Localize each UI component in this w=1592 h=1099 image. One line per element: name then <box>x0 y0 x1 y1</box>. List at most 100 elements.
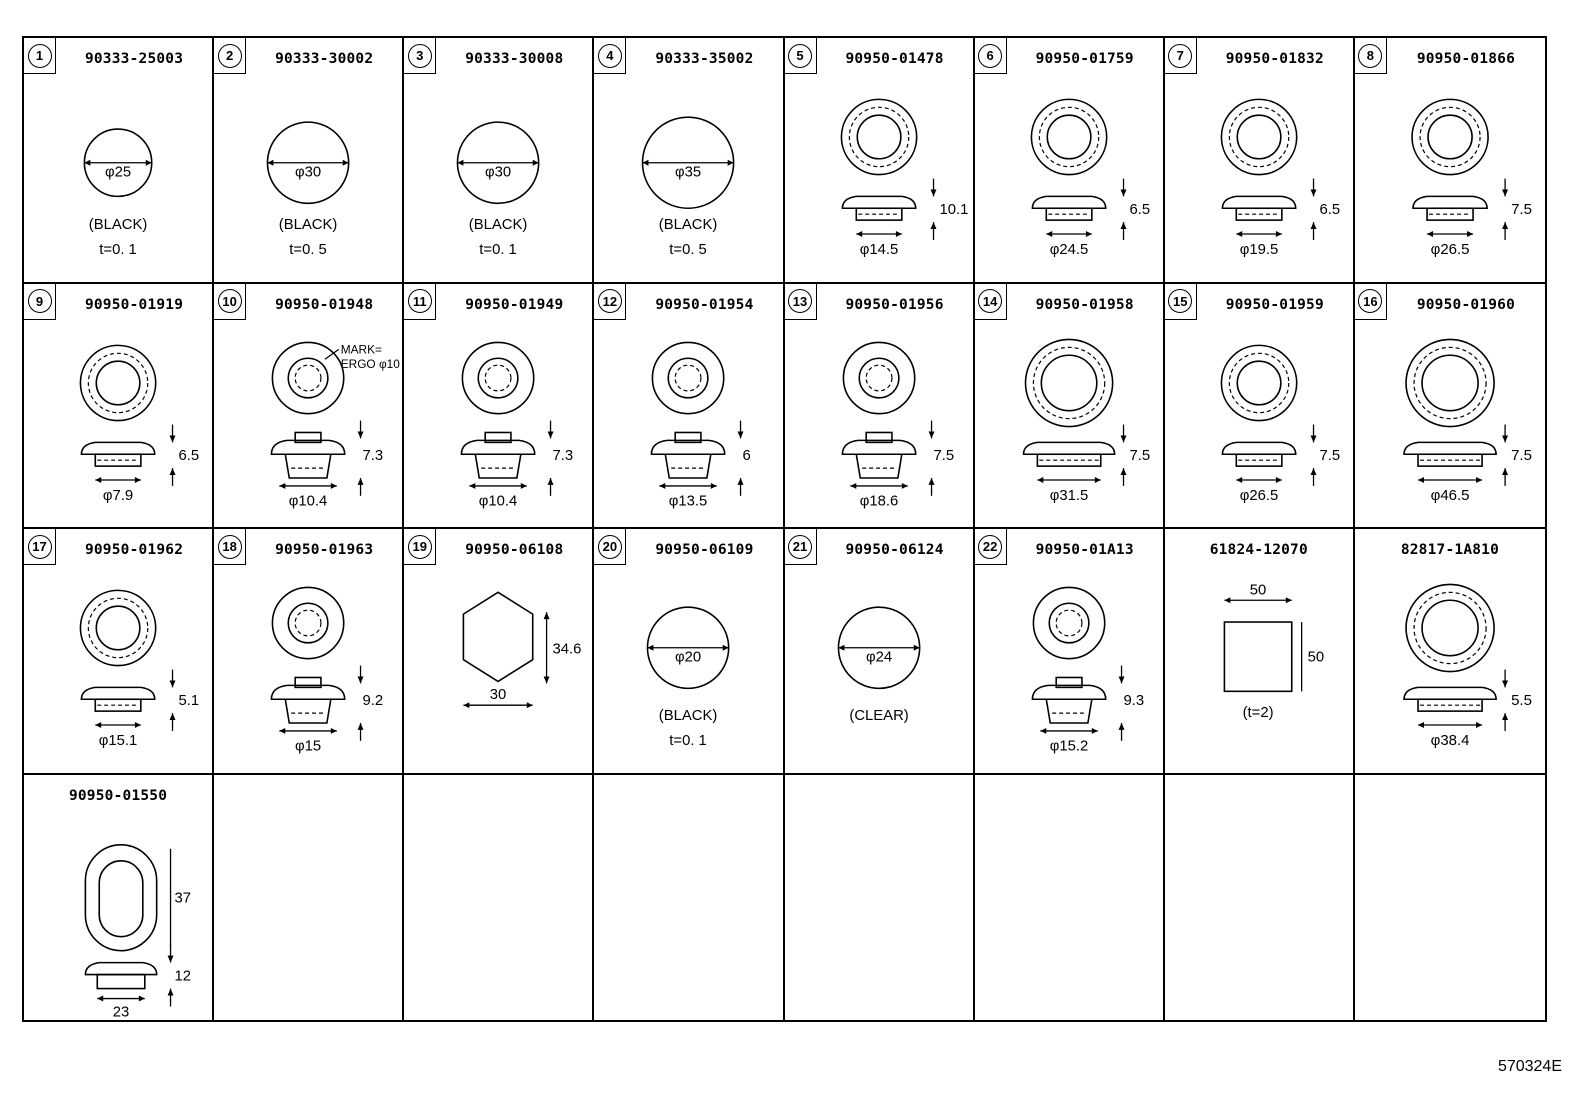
grommet-top-outer <box>1024 338 1114 427</box>
grommet-flange <box>1022 441 1116 455</box>
height-label: 10.1 <box>939 202 968 218</box>
item-number-box: 17 <box>24 529 56 565</box>
part-number: 90950-01948 <box>275 296 374 313</box>
grommet-flange <box>1031 195 1107 210</box>
color-label: (BLACK) <box>659 217 718 233</box>
plug-top-outer <box>652 341 725 414</box>
grommet-top-inner <box>1040 353 1098 411</box>
item-number-box: 18 <box>214 529 247 565</box>
grommet-flange <box>841 195 916 210</box>
diameter-label: φ19.5 <box>1240 242 1278 258</box>
height-label: 7.5 <box>1129 448 1150 464</box>
height-label: 9.2 <box>363 693 384 709</box>
part-number: 90950-01919 <box>84 296 184 313</box>
item-number-box: 2 <box>214 38 247 74</box>
grommet-flange <box>80 686 156 701</box>
thickness-label: t=0. 5 <box>670 242 708 258</box>
item-number: 9 <box>27 289 52 313</box>
item-number: 11 <box>407 289 432 313</box>
part-number: 90333-30008 <box>465 51 564 67</box>
plug-stem <box>1045 699 1093 724</box>
part-number: 90950-01954 <box>655 296 754 313</box>
height-label: 7.5 <box>1319 448 1340 464</box>
part-number: 90950-06124 <box>845 542 944 558</box>
height-label: 6.5 <box>178 448 199 464</box>
empty-cell <box>214 774 405 1020</box>
diameter-label: φ25 <box>105 165 131 181</box>
item-number-box: 4 <box>594 38 627 74</box>
grommet-top-outer <box>1030 98 1108 176</box>
width-label: 50 <box>1250 582 1267 598</box>
item-number-box: 16 <box>1354 283 1387 320</box>
oval-grommet-inner <box>98 859 144 937</box>
grommet-top-outer <box>840 98 917 176</box>
plug-cap <box>841 439 916 455</box>
grommet-top-inner <box>1236 359 1282 406</box>
item-number-box: 7 <box>1164 38 1197 74</box>
mark-label: ERGO φ10 <box>341 357 401 371</box>
oval-grommet-side <box>84 961 158 975</box>
diameter-label: φ15.1 <box>99 733 137 749</box>
height-label: 7.5 <box>1511 201 1532 218</box>
part-number: 90950-01866 <box>1416 51 1516 67</box>
part-number: 90950-06109 <box>655 542 754 558</box>
part-drawing: φ30(BLACK)t=0. 1 <box>456 121 540 258</box>
item-number-box: 10 <box>214 283 247 320</box>
item-number: 8 <box>1358 43 1383 68</box>
oval-grommet-outer <box>84 843 158 951</box>
plug-cap <box>1031 684 1107 701</box>
part-drawing: φ24 (CLEAR) <box>837 606 920 724</box>
item-number: 3 <box>407 43 432 68</box>
color-label: (CLEAR) <box>849 708 908 724</box>
plug-stem <box>284 699 332 724</box>
grommet-flange <box>1412 195 1488 210</box>
diameter-label: φ24 <box>866 650 892 666</box>
item-number: 6 <box>978 43 1003 68</box>
thickness-label: (t=2) <box>1242 705 1273 721</box>
part-number: 90333-35002 <box>655 51 754 67</box>
grommet-body <box>1235 207 1283 221</box>
part-number: 90950-01959 <box>1225 296 1324 313</box>
grommet-top-outer <box>1405 583 1495 673</box>
diameter-label: φ13.5 <box>669 493 707 509</box>
diameter-label: φ46.5 <box>1430 486 1469 503</box>
grommet-body <box>94 452 142 467</box>
part-number: 90950-01550 <box>68 787 168 804</box>
item-number-box: 20 <box>594 529 627 565</box>
plug-top-outer <box>461 341 535 414</box>
thickness-label: t=0. 1 <box>480 242 518 258</box>
item-number-box: 3 <box>404 38 437 74</box>
part-number: 90333-25003 <box>84 51 184 67</box>
item-number: 20 <box>597 534 622 559</box>
length-label: 37 <box>175 890 192 906</box>
grommet-top-outer <box>1220 344 1298 421</box>
grommet-top-outer <box>79 589 157 667</box>
empty-cell <box>1165 774 1355 1020</box>
item-number: 22 <box>978 534 1003 559</box>
grommet-top-inner <box>95 605 141 651</box>
grommet-top-outer <box>1220 98 1298 176</box>
color-label: (BLACK) <box>659 708 718 724</box>
item-number: 7 <box>1168 43 1193 68</box>
diameter-label: φ26.5 <box>1240 487 1278 503</box>
diameter-label: φ14.5 <box>859 242 897 258</box>
diameter-label: φ20 <box>675 650 701 666</box>
height-label: 5.5 <box>1511 692 1532 709</box>
plug-stem <box>474 453 522 479</box>
item-number-box: 8 <box>1354 38 1387 74</box>
